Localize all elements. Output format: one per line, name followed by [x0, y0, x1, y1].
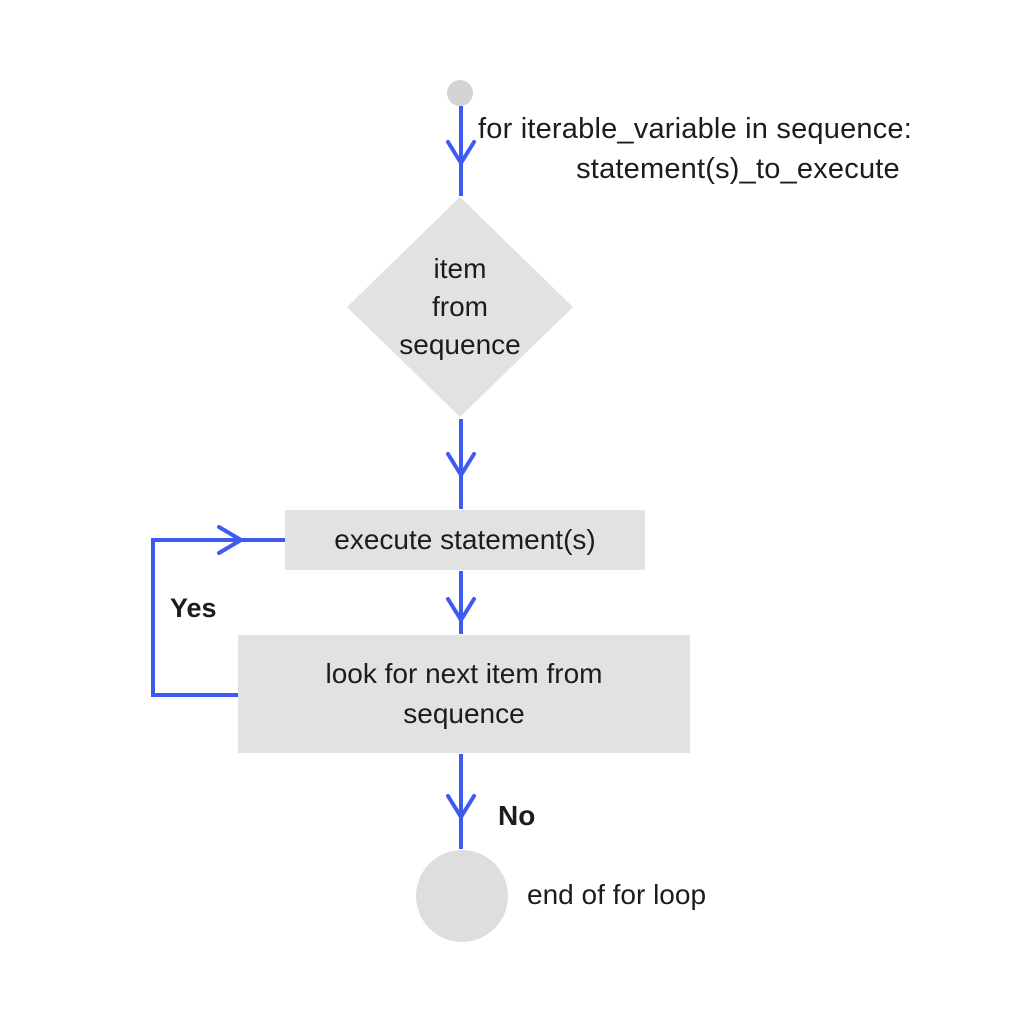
arrowhead-down-icon — [446, 597, 476, 622]
decision-line-2: from — [432, 291, 488, 322]
decision-node-label: item from sequence — [350, 240, 570, 374]
process-next-line-2: sequence — [403, 698, 525, 729]
no-edge-label: No — [498, 800, 536, 831]
arrowhead-right-icon — [217, 525, 243, 555]
code-line-2: statement(s)_to_execute — [576, 153, 900, 185]
process-look-next-item: look for next item from sequence — [238, 635, 690, 753]
decision-diamond — [347, 197, 573, 417]
end-node-label: end of for loop — [527, 879, 707, 910]
process-execute-statements: execute statement(s) — [285, 510, 645, 570]
arrowhead-down-icon — [446, 794, 476, 819]
yes-edge-label: Yes — [170, 593, 217, 623]
arrowhead-down-icon — [446, 452, 476, 477]
start-node — [447, 80, 473, 106]
edge-yes-loop — [151, 538, 285, 697]
process-next-label: look for next item from sequence — [326, 654, 603, 734]
decision-line-1: item — [433, 253, 487, 284]
end-node — [416, 850, 508, 942]
decision-line-3: sequence — [399, 329, 521, 360]
arrowhead-down-icon — [446, 140, 476, 165]
process-next-line-1: look for next item from — [325, 658, 603, 689]
process-execute-label: execute statement(s) — [334, 524, 596, 555]
code-line-1: for iterable_variable in sequence: — [478, 113, 913, 145]
code-annotation: for iterable_variable in sequence: state… — [478, 109, 998, 189]
